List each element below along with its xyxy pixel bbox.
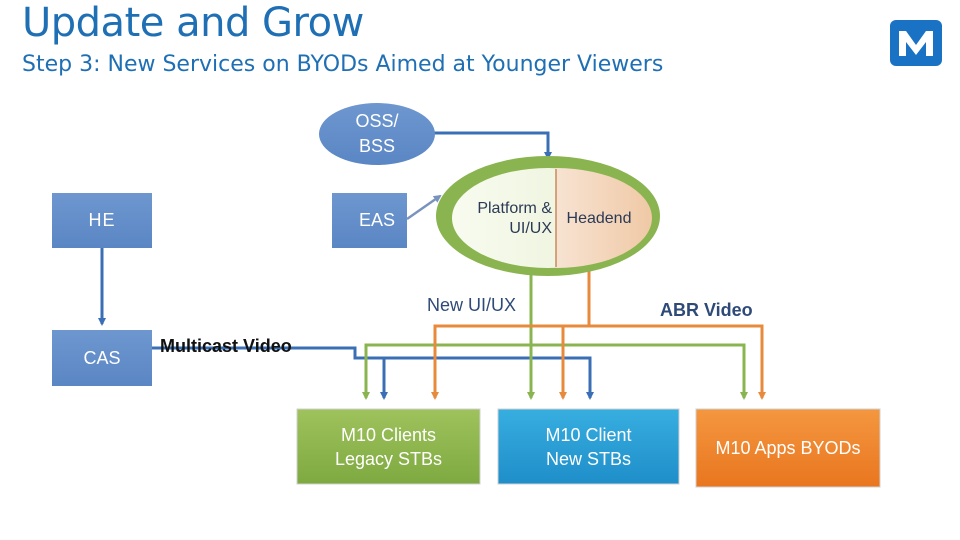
- he-label: HE: [88, 210, 116, 230]
- multicast-to-new: [384, 356, 594, 400]
- orange-to-legacy: [431, 324, 589, 400]
- connectors: [98, 131, 766, 400]
- m-logo-icon: [890, 20, 942, 66]
- eas-label: EAS: [358, 210, 396, 230]
- page-title: Update and Grow: [22, 0, 364, 46]
- headend-half: [556, 168, 652, 268]
- m10-byod-label: M10 Apps BYODs: [715, 437, 861, 458]
- green-to-legacy: [362, 343, 531, 400]
- green-to-byod: [531, 343, 748, 400]
- abr-video-label: ABR Video: [660, 300, 753, 320]
- m10-legacy-label: M10 Clients Legacy STBs: [334, 424, 443, 469]
- page-subtitle: Step 3: New Services on BYODs Aimed at Y…: [22, 52, 664, 77]
- m10-legacy-node: [296, 408, 481, 485]
- cas-node: [52, 330, 152, 386]
- m10-byod-node: [695, 408, 881, 488]
- oss-bss-label: OSS/ BSS: [355, 111, 399, 156]
- m10-new-node: [497, 408, 680, 485]
- new-uiux-label: New UI/UX: [427, 295, 517, 315]
- multicast-video-label: Multicast Video: [160, 336, 292, 356]
- oss-bss-node: [319, 103, 435, 165]
- eas-node: [332, 193, 407, 248]
- eas-to-platform-arrow: [406, 194, 442, 221]
- headend-label: Headend: [566, 210, 632, 227]
- m10-new-label: M10 Client New STBs: [545, 424, 632, 469]
- multicast-line: [152, 346, 388, 400]
- platform-label: Platform & UI/UX: [477, 200, 552, 237]
- orange-to-byod: [589, 324, 766, 400]
- oss-to-platform-arrow: [434, 131, 552, 160]
- cas-label: CAS: [83, 347, 121, 368]
- he-node: [52, 193, 152, 248]
